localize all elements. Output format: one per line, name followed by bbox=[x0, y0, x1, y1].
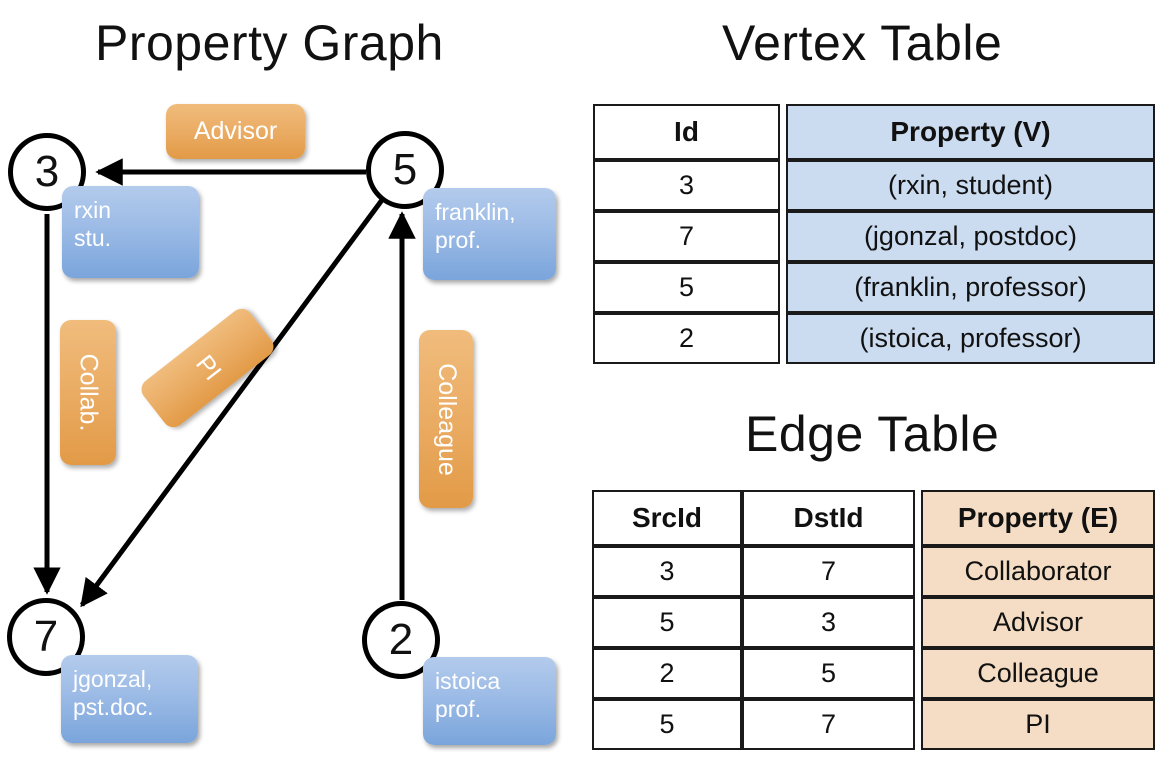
page-title-vertex-table: Vertex Table bbox=[722, 15, 1003, 71]
edge-label-colleague[interactable]: Colleague bbox=[419, 330, 473, 508]
edge-cell-src: 3 bbox=[592, 546, 742, 597]
vertex-cell-property: (rxin, student) bbox=[786, 160, 1155, 211]
edge-cell-dst: 3 bbox=[742, 597, 915, 648]
edge-cell-src: 5 bbox=[592, 699, 742, 750]
vertex-box-7[interactable]: jgonzal, pst.doc. bbox=[61, 655, 198, 743]
vertex-box-2[interactable]: istoica prof. bbox=[423, 657, 556, 745]
vertex-cell-id: 3 bbox=[593, 160, 780, 211]
vertex-cell-property: (franklin, professor) bbox=[786, 262, 1155, 313]
edge-cell-src: 5 bbox=[592, 597, 742, 648]
page-title-edge-table: Edge Table bbox=[745, 406, 1000, 462]
vertex-box-7-line1: jgonzal, bbox=[73, 666, 153, 692]
edge-label-colleague-text: Colleague bbox=[432, 362, 461, 476]
edge-table-header-srcid: SrcId bbox=[592, 490, 742, 546]
edge-label-pi-text: PI bbox=[189, 349, 227, 386]
edge-cell-dst: 7 bbox=[742, 546, 915, 597]
vertex-cell-id: 7 bbox=[593, 211, 780, 262]
graph-edges-svg bbox=[33, 158, 416, 608]
property-graph-panel: Property Graph 3 5 7 2 rxin stu. frankli… bbox=[7, 15, 556, 745]
vertex-table-header-row: Id Property (V) bbox=[593, 104, 1155, 160]
table-row[interactable]: 2 (istoica, professor) bbox=[593, 313, 1155, 364]
table-row[interactable]: 2 5 Colleague bbox=[592, 648, 1155, 699]
edge-cell-property: Colleague bbox=[921, 648, 1155, 699]
edge-table-header-row: SrcId DstId Property (E) bbox=[592, 490, 1155, 546]
edge-label-advisor[interactable]: Advisor bbox=[166, 104, 305, 159]
vertex-box-5-line1: franklin, bbox=[435, 199, 516, 225]
graph-node-5[interactable]: 5 bbox=[366, 131, 444, 209]
table-row[interactable]: 5 3 Advisor bbox=[592, 597, 1155, 648]
table-row[interactable]: 5 7 PI bbox=[592, 699, 1155, 750]
vertex-box-7-line2: pst.doc. bbox=[73, 694, 154, 721]
vertex-table-header-property: Property (V) bbox=[786, 104, 1155, 160]
table-row[interactable]: 3 7 Collaborator bbox=[592, 546, 1155, 597]
edge-cell-src: 2 bbox=[592, 648, 742, 699]
edge-cell-property: PI bbox=[921, 699, 1155, 750]
vertex-box-3-line1: rxin bbox=[74, 197, 112, 223]
vertex-table-header-id: Id bbox=[593, 104, 780, 160]
edge-5-to-7 bbox=[79, 198, 385, 608]
edge-label-collab-text: Collab. bbox=[74, 353, 103, 432]
vertex-box-5[interactable]: franklin, prof. bbox=[423, 188, 556, 280]
vertex-cell-id: 5 bbox=[593, 262, 780, 313]
vertex-box-2-line1: istoica bbox=[435, 668, 501, 694]
edge-table: SrcId DstId Property (E) 3 7 Collaborato… bbox=[592, 490, 1155, 750]
page-title-property-graph: Property Graph bbox=[95, 15, 444, 71]
vertex-box-3[interactable]: rxin stu. bbox=[62, 186, 199, 278]
vertex-cell-property: (jgonzal, postdoc) bbox=[786, 211, 1155, 262]
vertex-table: Id Property (V) 3 (rxin, student) 7 (jgo… bbox=[593, 104, 1155, 364]
edge-cell-property: Advisor bbox=[921, 597, 1155, 648]
table-row[interactable]: 5 (franklin, professor) bbox=[593, 262, 1155, 313]
edge-table-header-dstid: DstId bbox=[742, 490, 915, 546]
edge-cell-property: Collaborator bbox=[921, 546, 1155, 597]
edge-table-header-property: Property (E) bbox=[921, 490, 1155, 546]
graph-node-2[interactable]: 2 bbox=[362, 601, 440, 679]
edge-cell-dst: 7 bbox=[742, 699, 915, 750]
table-row[interactable]: 7 (jgonzal, postdoc) bbox=[593, 211, 1155, 262]
edge-label-advisor-text: Advisor bbox=[193, 117, 278, 145]
vertex-box-3-line2: stu. bbox=[74, 225, 112, 252]
vertex-cell-property: (istoica, professor) bbox=[786, 313, 1155, 364]
vertex-cell-id: 2 bbox=[593, 313, 780, 364]
vertex-box-2-line2: prof. bbox=[435, 696, 482, 723]
edge-label-collab[interactable]: Collab. bbox=[60, 320, 116, 465]
table-row[interactable]: 3 (rxin, student) bbox=[593, 160, 1155, 211]
vertex-box-5-line2: prof. bbox=[435, 227, 482, 254]
edge-cell-dst: 5 bbox=[742, 648, 915, 699]
